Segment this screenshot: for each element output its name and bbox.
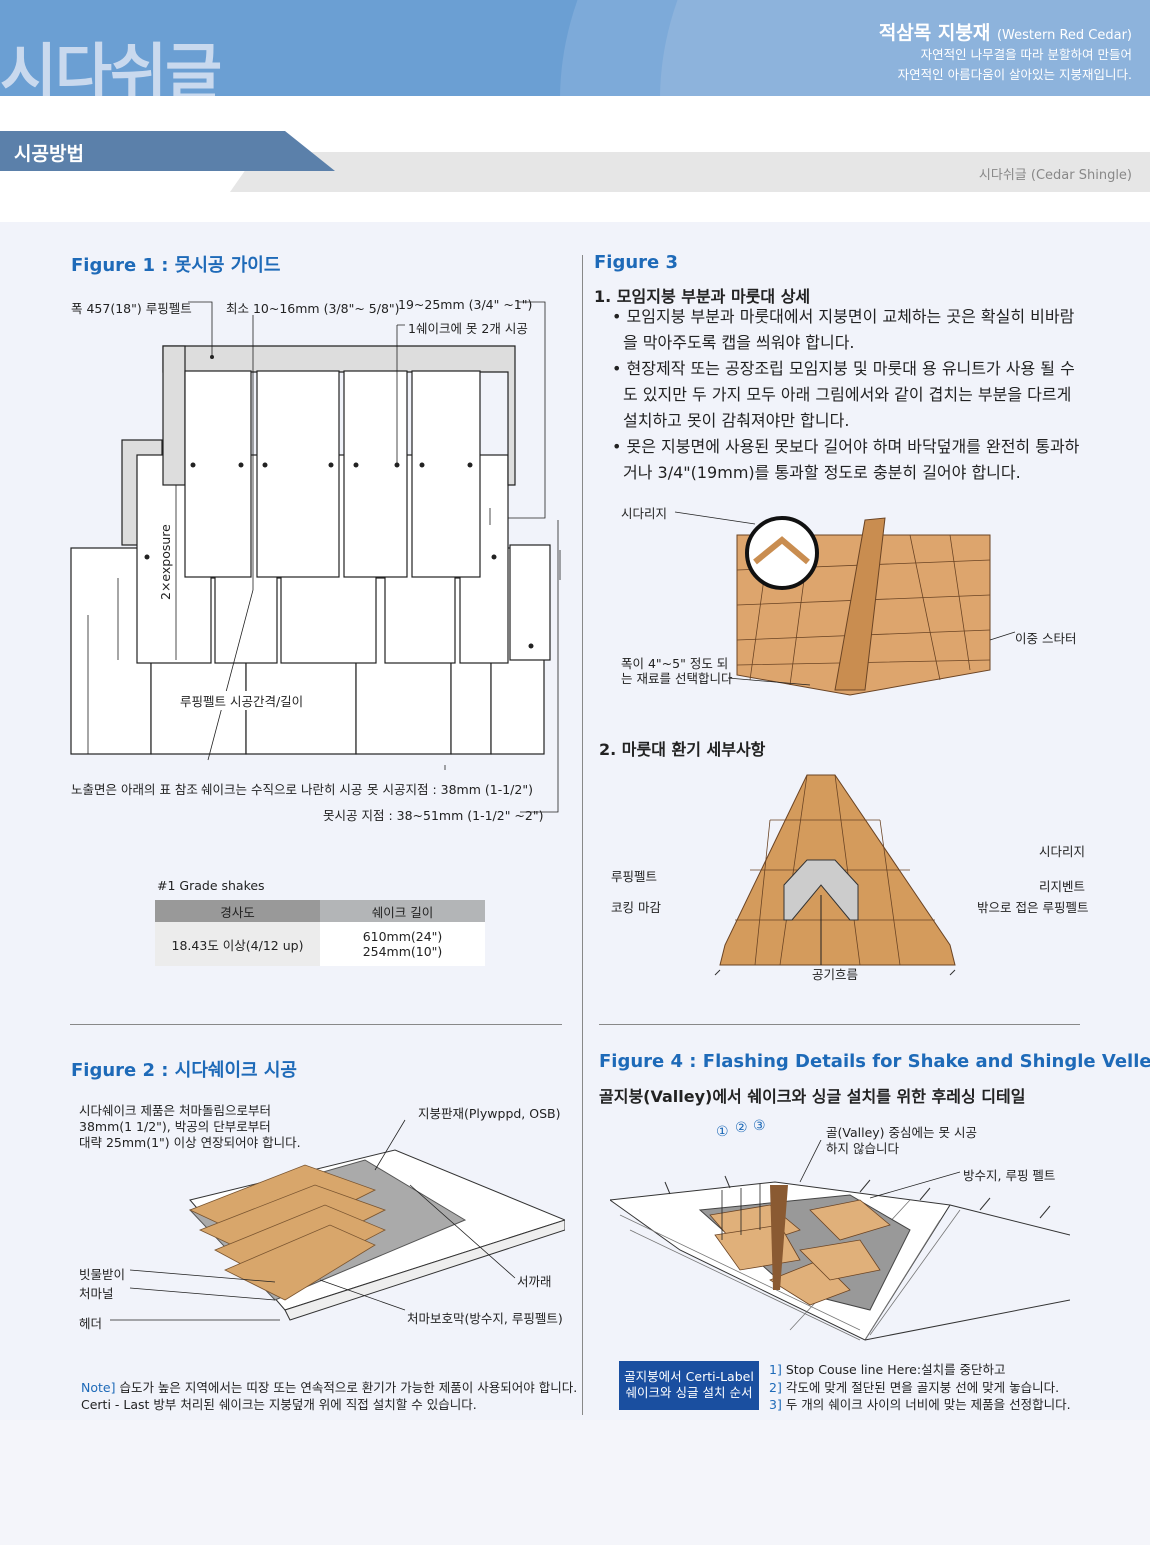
- label-felt: 방수지, 루핑 펠트: [963, 1168, 1056, 1183]
- label-drip: 빗물받이: [79, 1267, 126, 1282]
- header-desc-1: 자연적인 나무결을 따라 분할하여 만들어: [920, 47, 1132, 62]
- nail-guide-diagram: [70, 301, 561, 813]
- big-title: 시다쉬글: [0, 36, 222, 96]
- label-vertical: 쉐이크는 수직으로 나란히 시공: [201, 782, 363, 797]
- label-header: 헤더: [79, 1316, 103, 1331]
- divider: [599, 1024, 1080, 1025]
- figure-4-subtitle: 골지붕(Valley)에서 쉐이크와 싱글 설치를 위한 후레싱 디테일: [599, 1087, 1026, 1106]
- note-2: Certi - Last 방부 처리된 쉐이크는 지붕덮개 위에 직접 설치할 …: [81, 1397, 477, 1412]
- step-3-marker: ③: [753, 1118, 766, 1134]
- bullet-item: • 모임지붕 부분과 마룻대에서 지붕면이 교체하는 곳은 확실히 비바람을 막…: [612, 307, 1075, 352]
- label-vent: 리지벤트: [1039, 879, 1086, 894]
- fig3-bullets: • 모임지붕 부분과 마룻대에서 지붕면이 교체하는 곳은 확실히 비바람을 막…: [612, 304, 1082, 486]
- table-caption: #1 Grade shakes: [157, 878, 265, 893]
- section-subtitle: 시다쉬글 (Cedar Shingle): [978, 168, 1132, 183]
- step-item: 3] 두 개의 쉐이크 사이의 너비에 맞는 제품을 선정합니다.: [769, 1397, 1071, 1412]
- step-1-marker: ①: [716, 1124, 729, 1140]
- table-header: 경사도: [155, 900, 320, 922]
- label-range: 19~25mm (3/4" ~1"): [398, 297, 533, 312]
- fig3-heading-2: 2. 마룻대 환기 세부사항: [599, 740, 766, 759]
- figure-3-title: Figure 3: [594, 252, 679, 273]
- figure-2-title: Figure 2 : 시다쉐이크 시공: [71, 1060, 297, 1081]
- section-bar: [230, 152, 1150, 192]
- product-title: 적삼목 지붕재 (Western Red Cedar): [878, 22, 1132, 44]
- column-divider: [582, 255, 583, 1415]
- valley-steps: 1] Stop Couse line Here:설치를 중단하고 2] 각도에 …: [769, 1361, 1071, 1414]
- label-min: 최소 10~16mm (3/8"~ 5/8"): [226, 301, 400, 316]
- ridge-vent-diagram: [714, 774, 956, 976]
- step-item: 1] Stop Couse line Here:설치를 중단하고: [769, 1362, 1006, 1377]
- section-tab: [0, 131, 335, 171]
- section-title: 시공방법: [14, 143, 84, 165]
- note-1: Note] 습도가 높은 지역에서는 띠장 또는 연속적으로 환기가 가능한 제…: [81, 1380, 578, 1395]
- label-eave: 처마널: [79, 1286, 114, 1301]
- label-ridge-shingle: 시다리지: [621, 506, 668, 521]
- figure-1-title: Figure 1 : 못시공 가이드: [71, 255, 281, 276]
- bullet-item: • 현장제작 또는 공장조립 모임지붕 및 마룻대 용 유니트가 사용 될 수도…: [612, 359, 1075, 430]
- hip-ridge-diagram: [674, 511, 1016, 696]
- page-header: 시다쉬글 적삼목 지붕재 (Western Red Cedar) 자연적인 나무…: [0, 0, 1150, 96]
- label-nailpoint2: 못시공 지점 : 38~51mm (1-1/2" ~2"): [323, 808, 544, 823]
- eave-diagram: [110, 1119, 565, 1321]
- fig3-heading-1: 1. 모임지붕 부분과 마룻대 상세: [594, 287, 811, 306]
- label-starter: 이중 스타터: [1015, 631, 1077, 646]
- label-ref: 노출면은 아래의 표 참조: [71, 782, 198, 797]
- label-felt: 루핑펠트: [611, 869, 658, 884]
- table-row: 18.43도 이상(4/12 up)610mm(24")254mm(10"): [155, 922, 485, 966]
- figure-4-title: Figure 4 : Flashing Details for Shake an…: [599, 1051, 1150, 1072]
- table-header: 쉐이크 길이: [320, 900, 485, 922]
- header-desc-2: 자연적인 아름다움이 살아있는 지붕재입니다.: [897, 67, 1132, 82]
- label-caulk: 코킹 마감: [611, 900, 661, 915]
- label-nailpoint: 못 시공지점 : 38mm (1-1/2"): [367, 782, 533, 797]
- divider: [70, 1024, 562, 1025]
- label-protect: 처마보호막(방수지, 루핑펠트): [407, 1311, 563, 1326]
- label-width: 폭 457(18") 루핑펠트: [71, 301, 192, 316]
- valley-diagram: [610, 1140, 1070, 1341]
- label-felt: 루핑펠트 시공간격/길이: [180, 691, 304, 710]
- label-plywood: 지붕판재(Plywppd, OSB): [418, 1106, 561, 1121]
- label-folded-felt: 밖으로 접은 루핑펠트: [977, 900, 1089, 915]
- label-rafter: 서까래: [517, 1274, 552, 1289]
- label-ridge: 시다리지: [1039, 844, 1086, 859]
- label-nails: 1쉐이크에 못 2개 시공: [408, 321, 528, 336]
- label-exposure: 2×exposure: [158, 524, 173, 600]
- label-airflow: 공기흐름: [812, 967, 859, 982]
- step-2-marker: ②: [735, 1120, 748, 1136]
- step-item: 2] 각도에 맞게 절단된 면을 골지붕 선에 맞게 놓습니다.: [769, 1379, 1060, 1395]
- bullet-item: • 못은 지붕면에 사용된 못보다 길어야 하며 바닥덮개를 완전히 통과하거나…: [612, 437, 1080, 482]
